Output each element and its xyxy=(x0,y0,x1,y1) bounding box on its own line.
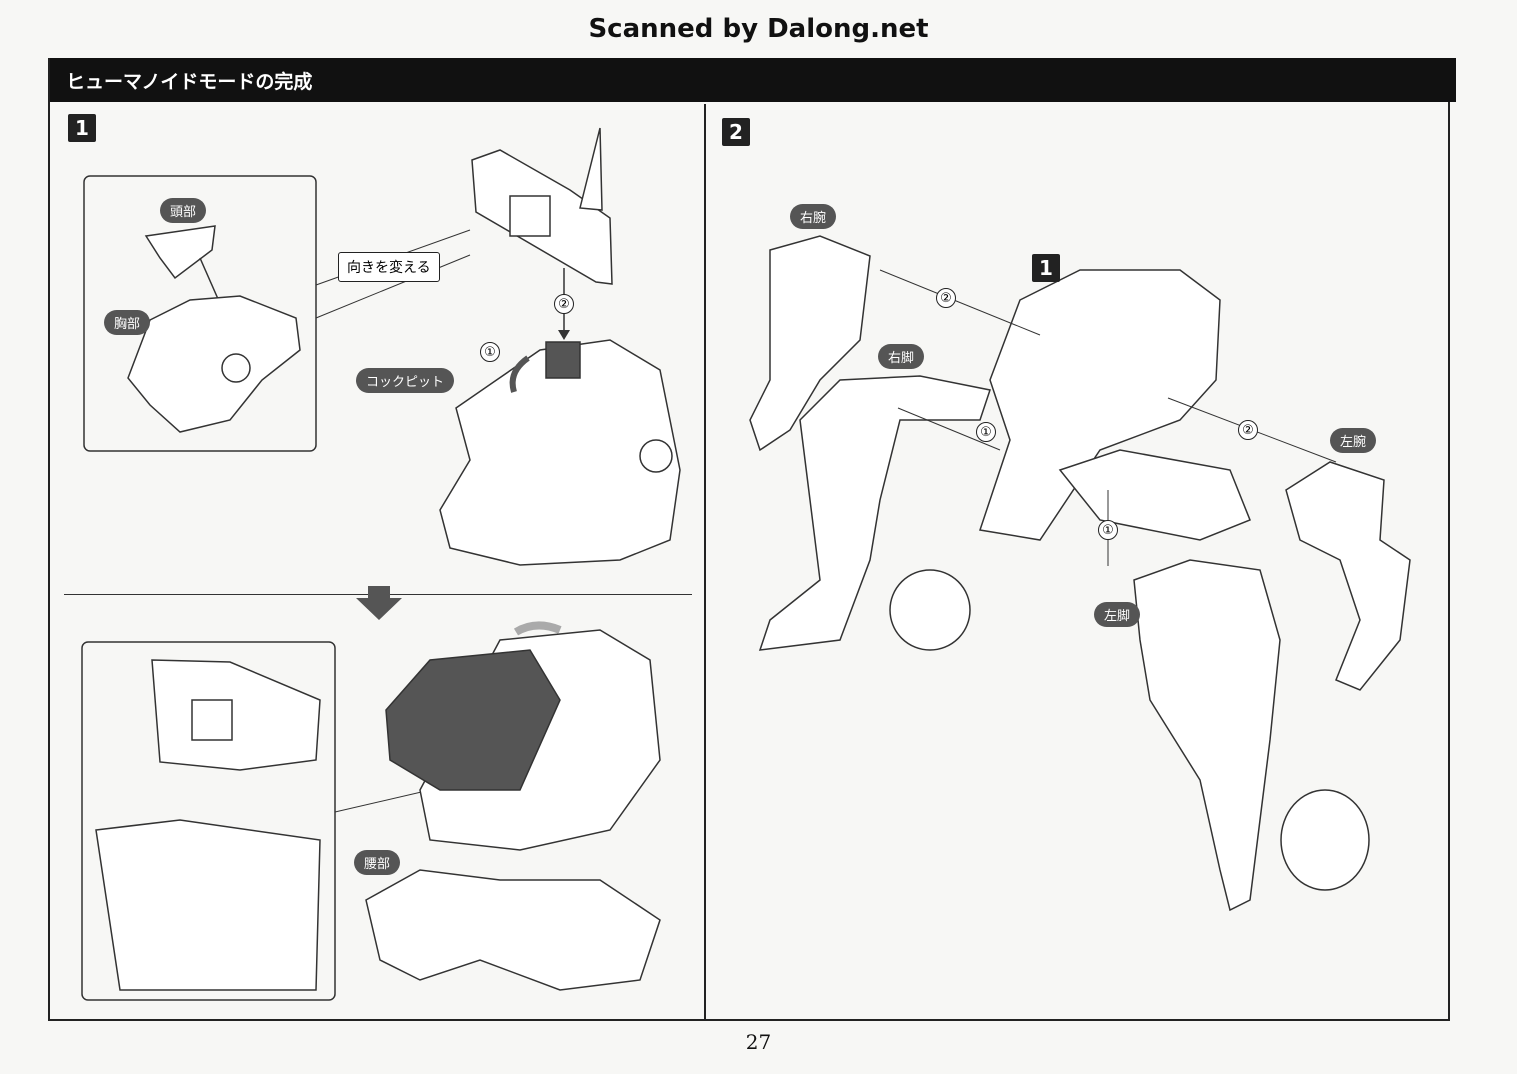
left-arm-label: 左腕 xyxy=(1330,428,1377,453)
waist-part-illustration xyxy=(365,869,661,991)
assembled-upper-illustration xyxy=(385,629,661,851)
torso-body-illustration xyxy=(439,339,681,566)
head-part-illustration xyxy=(144,225,223,309)
right-leg-label: 右脚 xyxy=(878,344,925,369)
head-label: 頭部 xyxy=(160,198,207,223)
cockpit-label: コックピット xyxy=(356,368,455,393)
page-number: 27 xyxy=(745,1030,772,1054)
main-body-illustration xyxy=(979,269,1251,541)
scan-credit: Scanned by Dalong.net xyxy=(588,14,929,44)
right-leg-order-mark: ① xyxy=(976,422,996,442)
step-1-badge: 1 xyxy=(68,114,96,142)
left-arm-illustration xyxy=(1285,461,1411,691)
order-mark-2: ② xyxy=(554,294,574,314)
step-1-reference-badge: 1 xyxy=(1032,254,1060,282)
left-leg-illustration xyxy=(1133,559,1370,912)
cockpit-top-illustration xyxy=(471,127,613,285)
right-arm-illustration xyxy=(749,235,871,452)
step-divider xyxy=(704,104,706,1021)
left-leg-order-mark: ① xyxy=(1098,520,1118,540)
chest-part-illustration xyxy=(127,295,301,433)
step-2-badge: 2 xyxy=(722,118,750,146)
chest-label: 胸部 xyxy=(104,310,151,335)
order-mark-1: ① xyxy=(480,342,500,362)
next-substep-arrow xyxy=(356,586,402,620)
left-arm-order-mark: ② xyxy=(1238,420,1258,440)
waist-label: 腰部 xyxy=(354,850,401,875)
head-chest-inset xyxy=(83,175,317,452)
detail-inset xyxy=(81,641,336,1001)
right-arm-order-mark: ② xyxy=(936,288,956,308)
right-arm-label: 右腕 xyxy=(790,204,837,229)
left-leg-label: 左脚 xyxy=(1094,602,1141,627)
change-direction-callout: 向きを変える xyxy=(338,252,440,282)
section-title: ヒューマノイドモードの完成 xyxy=(50,58,1456,102)
right-leg-illustration xyxy=(758,375,991,651)
